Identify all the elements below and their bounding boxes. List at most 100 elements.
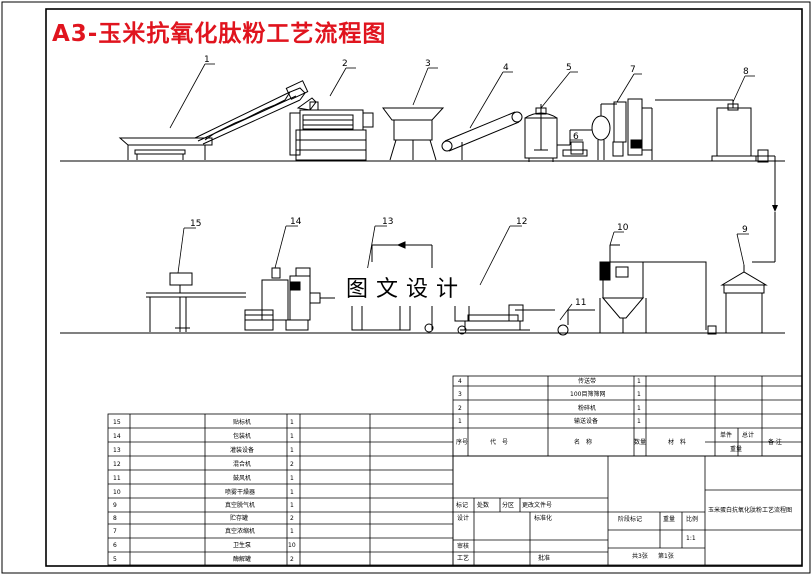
label-8: 8 xyxy=(743,67,749,77)
equipment-3-sieve xyxy=(382,107,445,161)
label-2: 2 xyxy=(342,59,348,69)
tb-process: 工艺 xyxy=(457,554,469,562)
lp-qty-15: 1 xyxy=(290,419,294,426)
label-10: 10 xyxy=(617,223,629,233)
equipment-9-degasser xyxy=(707,265,768,335)
lp-name-12: 混合机 xyxy=(233,460,251,468)
equipment-6-pump xyxy=(557,129,592,157)
label-3: 3 xyxy=(425,59,431,69)
tb-zone: 分区 xyxy=(502,501,514,509)
tb-standard: 标准化 xyxy=(534,514,552,522)
equipment-5-tank xyxy=(524,104,558,162)
label-1: 1 xyxy=(204,55,210,65)
rp-h-code: 代 号 xyxy=(490,438,508,446)
lp-qty-13: 1 xyxy=(290,447,294,454)
rp-h-qty: 数量 xyxy=(634,438,646,446)
lp-name-9: 真空脱气机 xyxy=(225,501,255,509)
tb-scale-value: 1:1 xyxy=(686,535,696,542)
rp-h-weight: 重量 xyxy=(730,445,742,453)
tb-approve: 批准 xyxy=(538,554,550,562)
equipment-11-blower xyxy=(515,309,595,336)
tb-change-doc: 更改文件号 xyxy=(522,501,552,509)
lp-qty-14: 1 xyxy=(290,433,294,440)
tb-weight: 重量 xyxy=(663,515,675,523)
rp-h-name: 名 称 xyxy=(574,438,592,446)
lp-no-14: 14 xyxy=(113,433,121,440)
lp-qty-11: 1 xyxy=(290,475,294,482)
rp-no-3: 3 xyxy=(458,391,462,398)
rp-no-2: 2 xyxy=(458,405,462,412)
lp-no-15: 15 xyxy=(113,419,121,426)
lp-name-11: 鼓风机 xyxy=(233,474,251,482)
equipment-1-conveyor xyxy=(118,80,309,160)
rp-name-2: 粉碎机 xyxy=(578,404,596,412)
rp-name-1: 输送设备 xyxy=(574,417,598,425)
label-15: 15 xyxy=(190,219,201,229)
lp-name-10: 喷雾干燥器 xyxy=(225,488,255,496)
lp-name-6: 卫生泵 xyxy=(233,541,251,549)
flow-arrow-down xyxy=(772,205,778,212)
rp-no-1: 1 xyxy=(458,418,462,425)
equipment-10-spray-dryer xyxy=(599,244,707,333)
lp-no-8: 8 xyxy=(113,515,117,522)
rp-h-unit: 单件 xyxy=(720,431,732,439)
lp-no-6: 6 xyxy=(113,542,117,549)
rp-h-note: 备 注 xyxy=(768,438,782,446)
tb-stage: 阶段标记 xyxy=(618,515,642,523)
rp-h-total: 总计 xyxy=(742,431,754,439)
lp-no-7: 7 xyxy=(113,528,117,535)
watermark-text: 图文设计 xyxy=(335,268,477,306)
equipment-row-bottom xyxy=(60,241,785,336)
rp-name-3: 100目筛筛网 xyxy=(570,390,605,398)
label-6: 6 xyxy=(573,132,579,142)
label-14: 14 xyxy=(290,217,302,227)
equipment-number-labels: 1 2 3 4 5 6 7 8 9 10 11 12 13 14 15 xyxy=(190,55,749,308)
lp-qty-10: 1 xyxy=(290,489,294,496)
equipment-4-belt xyxy=(441,111,523,160)
parts-list-left: 15 贴标机 1 14 包装机 1 13 灌装设备 1 12 混合机 2 11 … xyxy=(113,418,296,563)
label-9: 9 xyxy=(742,225,748,235)
rp-name-4: 传送带 xyxy=(578,377,596,385)
lp-qty-12: 2 xyxy=(290,461,294,468)
label-12: 12 xyxy=(516,217,527,227)
title-block xyxy=(107,375,803,566)
tb-drawing-name: 玉米蛋白抗氧化肽粉工艺流程图 xyxy=(708,506,792,514)
rp-qty-4: 1 xyxy=(637,378,641,385)
lp-qty-5: 2 xyxy=(290,556,294,563)
lp-qty-9: 1 xyxy=(290,502,294,509)
lp-no-5: 5 xyxy=(113,556,117,563)
equipment-7-concentrator xyxy=(591,98,653,160)
rp-h-no: 序号 xyxy=(456,438,468,446)
lp-qty-8: 2 xyxy=(290,515,294,522)
drawing-title: A3-玉米抗氧化肽粉工艺流程图 xyxy=(52,21,387,47)
lp-name-7: 真空浓缩机 xyxy=(225,527,255,535)
rp-h-mat: 材 料 xyxy=(668,438,686,446)
tb-sheets: 共3张 xyxy=(632,552,648,560)
label-13: 13 xyxy=(382,217,393,227)
equipment-8-storage xyxy=(655,99,775,163)
lp-name-13: 灌装设备 xyxy=(230,446,254,454)
label-5: 5 xyxy=(566,63,572,73)
tb-count: 处数 xyxy=(477,501,489,509)
tb-sheet-no: 第1张 xyxy=(658,552,674,560)
equipment-row-top xyxy=(60,80,785,205)
equipment-12-mixer xyxy=(454,304,530,335)
label-11: 11 xyxy=(575,298,586,308)
lp-no-9: 9 xyxy=(113,502,117,509)
rp-qty-1: 1 xyxy=(637,418,641,425)
lp-no-12: 12 xyxy=(113,461,121,468)
rp-qty-2: 1 xyxy=(637,405,641,412)
lp-no-13: 13 xyxy=(113,447,121,454)
tb-design: 设计 xyxy=(457,514,469,522)
parts-list-right: 4 传送带 1 3 100目筛筛网 1 2 粉碎机 1 1 输送设备 1 序号 … xyxy=(456,377,782,453)
lp-no-10: 10 xyxy=(113,489,121,496)
inner-frame xyxy=(45,8,803,567)
lp-no-11: 11 xyxy=(113,475,121,482)
lp-name-14: 包装机 xyxy=(233,432,251,440)
equipment-15-labeler xyxy=(146,272,246,332)
lp-name-5: 酶解罐 xyxy=(233,555,251,563)
rp-no-4: 4 xyxy=(458,378,462,385)
lp-qty-7: 1 xyxy=(290,528,294,535)
